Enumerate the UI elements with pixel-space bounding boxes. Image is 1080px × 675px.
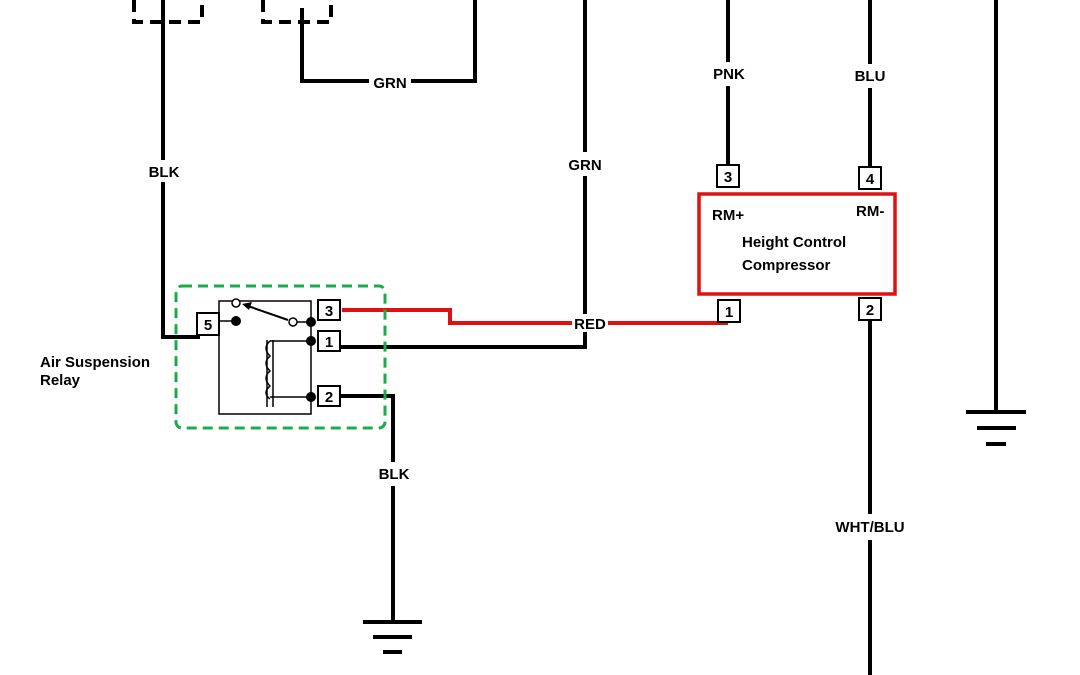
svg-text:5: 5	[204, 317, 212, 334]
wire-label-blk-left: BLK	[149, 164, 180, 181]
svg-text:2: 2	[866, 302, 874, 319]
compressor-pin-1: 1	[717, 299, 741, 323]
connector-outline-center	[261, 0, 333, 24]
wire-red	[342, 308, 728, 325]
relay-pin-1: 1	[317, 330, 341, 352]
label-bg	[572, 314, 608, 332]
wire-label-red: RED	[574, 316, 606, 333]
label-bg	[828, 514, 912, 540]
label-bg	[850, 64, 892, 88]
relay-symbol	[218, 298, 316, 415]
connector-outline-left	[132, 0, 204, 24]
label-bg	[143, 160, 183, 182]
compressor-name-line1: Height Control	[742, 234, 846, 251]
compressor-terminal-neg: RM-	[856, 203, 884, 220]
svg-text:3: 3	[724, 169, 732, 186]
svg-text:1: 1	[325, 334, 333, 351]
wire-label-blk-ground: BLK	[379, 466, 410, 483]
relay-pin-2: 2	[317, 385, 341, 407]
wire-label-pnk: PNK	[713, 66, 745, 83]
label-bg	[707, 62, 751, 86]
relay-outline	[174, 284, 387, 430]
wire-label-blu: BLU	[855, 68, 886, 85]
wire-label-grn-mid: GRN	[568, 157, 601, 174]
wire-label-wht-blu: WHT/BLU	[835, 519, 904, 536]
label-bg	[369, 72, 411, 92]
svg-text:3: 3	[325, 303, 333, 320]
label-bg	[373, 462, 413, 486]
compressor-terminal-pos: RM+	[712, 207, 744, 224]
wire-blk-ground	[340, 394, 395, 624]
svg-text:2: 2	[325, 389, 333, 406]
relay-name-line1: Air Suspension	[40, 354, 150, 371]
label-bg	[564, 152, 606, 176]
compressor-outline	[697, 192, 897, 296]
wire-grn-top	[300, 0, 477, 83]
compressor-name-line2: Compressor	[742, 257, 831, 274]
relay-pin-5: 5	[196, 312, 220, 336]
relay-pin-3: 3	[317, 299, 341, 321]
svg-text:1: 1	[725, 304, 733, 321]
relay-name-line2: Relay	[40, 372, 81, 389]
compressor-pin-3: 3	[716, 164, 740, 188]
compressor-pin-4: 4	[858, 166, 882, 190]
wire-grn-mid	[340, 0, 587, 349]
compressor-pin-2: 2	[858, 297, 882, 321]
ground-symbol	[966, 410, 1026, 446]
wire-blk-left	[161, 0, 200, 339]
ground-symbol	[363, 620, 422, 654]
wire-label-grn-top: GRN	[373, 75, 406, 92]
svg-text:4: 4	[866, 171, 875, 188]
